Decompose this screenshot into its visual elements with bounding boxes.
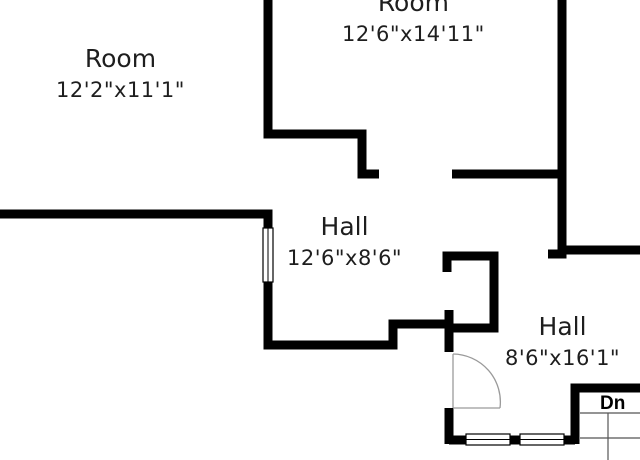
room-dimensions: 8'6"x16'1" bbox=[505, 346, 621, 370]
hall-label-center: Hall 12'6"x8'6" bbox=[287, 214, 402, 269]
door-swing bbox=[452, 353, 502, 409]
wall-hall-bottom bbox=[263, 282, 447, 350]
room-dimensions: 12'2"x11'1" bbox=[56, 78, 185, 102]
wall-closet bbox=[442, 251, 499, 333]
window-bottom-1 bbox=[465, 433, 511, 446]
wall-left-room-bottom bbox=[0, 209, 273, 228]
room-label-top: Room 12'6"x14'11" bbox=[342, 0, 485, 45]
hall-label-right: Hall 8'6"x16'1" bbox=[505, 314, 620, 369]
room-name: Room bbox=[84, 44, 157, 73]
wall-upper-room-left bbox=[263, 0, 379, 179]
window-left bbox=[262, 227, 274, 283]
room-dimensions: 12'6"x14'11" bbox=[342, 22, 485, 46]
room-name: Room bbox=[377, 0, 450, 17]
room-name: Hall bbox=[538, 312, 587, 341]
room-label-left: Room 12'2"x11'1" bbox=[56, 46, 185, 101]
room-dimensions: 12'6"x8'6" bbox=[287, 246, 403, 270]
wall-upper-room-right bbox=[548, 0, 567, 259]
window-bottom-2 bbox=[519, 433, 565, 446]
wall-stair-left bbox=[570, 383, 640, 444]
stairs-down-label: Dn bbox=[600, 393, 626, 414]
room-name: Hall bbox=[320, 212, 369, 241]
stairs bbox=[580, 412, 640, 460]
